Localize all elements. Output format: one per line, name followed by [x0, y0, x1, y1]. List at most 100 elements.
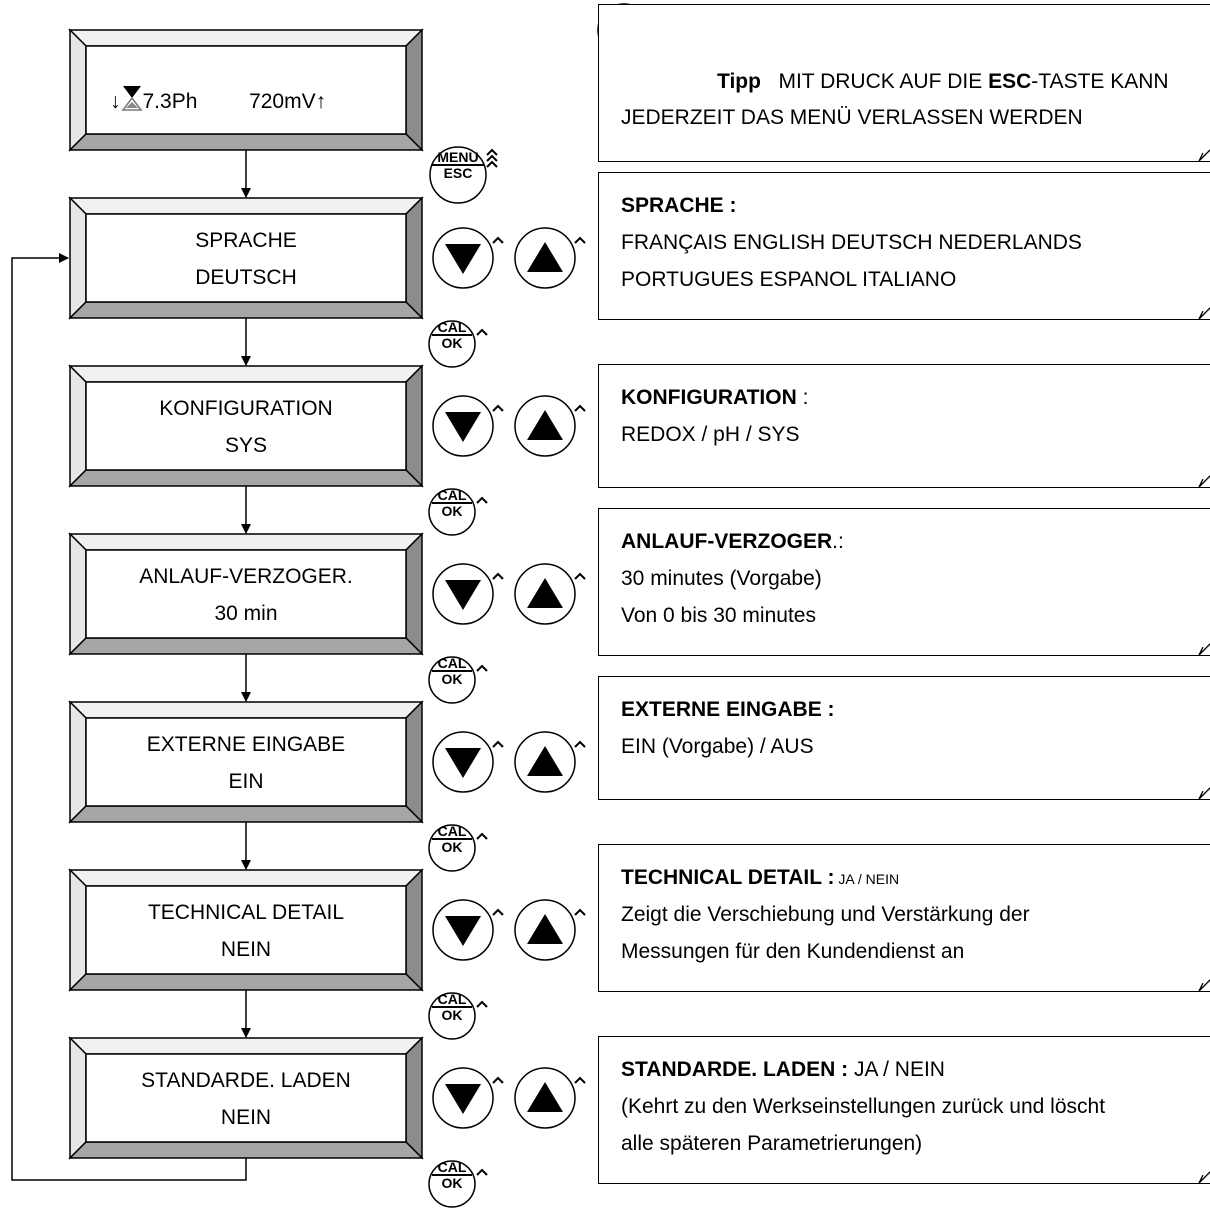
menu-item-frame — [68, 1036, 424, 1160]
press-icon — [492, 572, 504, 580]
up-triangle-icon — [527, 410, 563, 440]
down-triangle-icon — [445, 748, 481, 778]
menu-esc-icon — [598, 4, 668, 64]
note-line: Von 0 bis 30 minutes — [621, 604, 816, 627]
note-line: REDOX / pH / SYS — [621, 423, 800, 446]
note-heading-suffix: JA / NEIN — [834, 871, 900, 887]
esc-key-label: ESC — [988, 70, 1032, 93]
note-heading-suffix: JA / NEIN — [848, 1058, 945, 1081]
tip-note: Tipp MIT DRUCK AUF DIE ESC-TASTE KANN JE… — [598, 4, 1210, 162]
anlauf-note: ANLAUF-VERZOGER.: 30 minutes (Vorgabe) V… — [598, 508, 1210, 656]
folded-corner-icon — [1198, 643, 1210, 656]
tip-text-before: MIT DRUCK AUF DIE — [778, 70, 983, 93]
folded-corner-icon — [1198, 979, 1210, 992]
status-display: ↓7.3Ph 720mV↑ — [110, 84, 410, 117]
konfiguration-note: KONFIGURATION : REDOX / pH / SYS — [598, 364, 1210, 488]
cal-ok-button[interactable]: CAL OK — [432, 656, 472, 686]
press-icon — [476, 832, 488, 840]
long-press-icon — [486, 148, 498, 168]
press-icon — [476, 664, 488, 672]
up-triangle-icon — [527, 1082, 563, 1112]
ok-label: OK — [441, 503, 463, 519]
folded-corner-icon — [1198, 149, 1210, 162]
technical-note: TECHNICAL DETAIL : JA / NEIN Zeigt die V… — [598, 844, 1210, 992]
menu-item-sprache: SPRACHE DEUTSCH — [70, 222, 422, 296]
cal-ok-button-circle — [428, 1160, 476, 1208]
menu-esc-button[interactable]: MENU ESC — [432, 150, 484, 180]
press-icon — [476, 496, 488, 504]
note-line: alle späteren Parametrierungen) — [621, 1132, 923, 1155]
menu-esc-button-circle — [429, 146, 487, 204]
cal-label: CAL — [432, 488, 472, 504]
note-heading-suffix: : — [796, 386, 809, 409]
cal-label: CAL — [432, 824, 472, 840]
press-icon — [492, 908, 504, 916]
note-line: PORTUGUES ESPANOL ITALIANO — [621, 268, 957, 291]
menu-item-technical: TECHNICAL DETAIL NEIN — [70, 894, 422, 968]
down-triangle-icon — [445, 916, 481, 946]
down-triangle-icon — [445, 412, 481, 442]
press-icon — [476, 1168, 488, 1176]
menu-item-title: TECHNICAL DETAIL — [147, 901, 345, 924]
menu-item-value: NEIN — [220, 938, 272, 961]
cal-ok-button-circle — [428, 992, 476, 1040]
menu-item-standarde: STANDARDE. LADEN NEIN — [70, 1062, 422, 1136]
folded-corner-icon — [1198, 307, 1210, 320]
menu-item-title: SPRACHE — [195, 229, 297, 252]
folded-corner-icon — [1198, 475, 1210, 488]
up-triangle-icon — [527, 746, 563, 776]
press-icon — [574, 740, 586, 748]
folded-corner-icon — [1198, 1171, 1210, 1184]
menu-item-value: NEIN — [220, 1106, 272, 1129]
tip-text-after: -TASTE KANN — [1031, 70, 1169, 93]
note-line: FRANÇAIS ENGLISH DEUTSCH NEDERLANDS — [621, 231, 1082, 254]
up-arrow-icon: ↑ — [315, 90, 327, 113]
press-icon — [476, 1000, 488, 1008]
note-heading: KONFIGURATION — [621, 386, 797, 409]
cal-ok-button-circle — [428, 488, 476, 536]
folded-corner-icon — [1198, 787, 1210, 800]
menu-item-title: ANLAUF-VERZOGER. — [139, 565, 353, 588]
menu-item-title: EXTERNE EINGABE — [146, 733, 346, 756]
note-line: EIN (Vorgabe) / AUS — [621, 735, 814, 758]
note-heading-suffix: .: — [832, 530, 844, 553]
press-icon — [492, 236, 504, 244]
note-line: (Kehrt zu den Werkseinstellungen zurück … — [621, 1095, 1106, 1118]
sprache-note: SPRACHE : FRANÇAIS ENGLISH DEUTSCH NEDER… — [598, 172, 1210, 320]
menu-item-title: STANDARDE. LADEN — [141, 1069, 351, 1092]
menu-item-title: KONFIGURATION — [159, 397, 333, 420]
cal-ok-button[interactable]: CAL OK — [432, 320, 472, 350]
note-line: Zeigt die Verschiebung und Verstärkung d… — [621, 903, 1030, 926]
menu-item-value: SYS — [224, 434, 268, 457]
status-display-frame — [68, 28, 424, 152]
mv-value: 720mV — [249, 90, 316, 113]
menu-item-frame — [68, 196, 424, 320]
cal-label: CAL — [432, 992, 472, 1008]
press-icon — [476, 328, 488, 336]
cal-ok-button[interactable]: CAL OK — [432, 488, 472, 518]
ok-label: OK — [441, 1007, 463, 1023]
up-triangle-icon — [527, 578, 563, 608]
cal-ok-button[interactable]: CAL OK — [432, 992, 472, 1022]
cal-ok-button-circle — [428, 656, 476, 704]
menu-item-externe: EXTERNE EINGABE EIN — [70, 726, 422, 800]
standarde-note: STANDARDE. LADEN : JA / NEIN (Kehrt zu d… — [598, 1036, 1210, 1184]
menu-item-value: 30 min — [214, 602, 278, 625]
press-icon — [492, 740, 504, 748]
cal-ok-button[interactable]: CAL OK — [432, 824, 472, 854]
down-triangle-icon — [445, 1084, 481, 1114]
note-line: Messungen für den Kundendienst an — [621, 940, 965, 963]
note-heading: EXTERNE EINGABE : — [621, 698, 835, 721]
down-arrow-icon: ↓ — [110, 90, 121, 113]
cal-label: CAL — [432, 320, 472, 336]
cal-ok-button-circle — [428, 320, 476, 368]
menu-item-frame — [68, 532, 424, 656]
loop-back-arrow — [11, 253, 247, 1181]
esc-label: ESC — [443, 165, 473, 181]
cal-ok-button[interactable]: CAL OK — [432, 1160, 472, 1190]
cal-label: CAL — [432, 656, 472, 672]
hourglass-icon — [121, 84, 143, 112]
press-icon — [574, 908, 586, 916]
note-heading: TECHNICAL DETAIL : — [621, 866, 835, 889]
